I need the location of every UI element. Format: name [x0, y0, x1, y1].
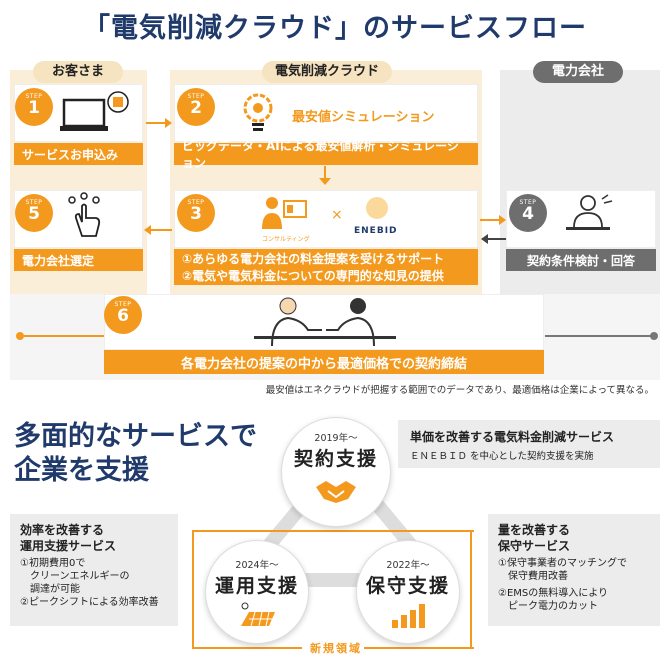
new-area-bracket-bottom-right	[364, 647, 474, 649]
right-box-title-2: 保守サービス	[498, 539, 571, 553]
arrow-head-right-4	[499, 215, 506, 225]
right-box-item-1: ①保守事業者のマッチングで	[498, 558, 627, 569]
service-circle-operation: 2024年～ 運用支援	[205, 540, 309, 644]
handshake-icon	[316, 481, 356, 503]
step-1-label: サービスお申込み	[14, 143, 143, 165]
arrow-head-left-3	[481, 234, 488, 244]
step-6-label: 各電力会社の提案の中から最適価格での契約締結	[104, 350, 544, 374]
touch-hand-icon	[68, 192, 101, 237]
step-6-card	[104, 294, 544, 350]
footnote: 最安値はエネクラウドが把握する範囲でのデータであり、最適価格は企業によって異なる…	[265, 385, 654, 396]
maintenance-name: 保守支援	[365, 575, 450, 597]
maintenance-year: 2022年～	[386, 560, 430, 571]
left-box-item-3: 調達が可能	[30, 584, 80, 595]
arrow-step3-to-step5	[150, 229, 172, 231]
operation-name: 運用支援	[214, 575, 299, 597]
page-title: 「電気削減クラウド」のサービスフロー	[83, 13, 587, 44]
step-2-card	[174, 84, 478, 142]
timeline-line-right	[545, 335, 652, 337]
left-box-item-4: ②ピークシフトによる効率改善	[20, 597, 159, 608]
arrow-step1-to-step2	[146, 122, 166, 124]
step-4-label: 契約条件検討・回答	[506, 249, 656, 271]
left-box-title-1: 効率を改善する	[20, 523, 105, 537]
column-header-cloud: 電気削減クラウド	[262, 61, 392, 83]
arrow-head-down	[319, 178, 331, 185]
right-box-title-1: 量を改善する	[498, 523, 571, 537]
arrow-step4-to-step3	[488, 238, 508, 240]
service-circle-contract: 2019年～ 契約支援	[281, 417, 391, 527]
step-3-line-2: ②電気や電気料金についての専門的な知見の提供	[182, 269, 444, 283]
enebid-logo-text: ENEBID	[354, 226, 398, 236]
left-info-box: 効率を改善する 運用支援サービス ①初期費用0で クリーンエネルギーの 調達が可…	[10, 514, 178, 626]
right-info-box: 量を改善する 保守サービス ①保守事業者のマッチングで 保守費用改善 ②EMSの…	[488, 514, 660, 626]
step-5-label: 電力会社選定	[14, 249, 143, 271]
right-top-text: ＥＮＥＢＩＤ を中心とした契約支援を実施	[410, 451, 594, 462]
consultant-icon	[262, 197, 307, 229]
solar-panel-icon	[241, 602, 275, 627]
new-area-bracket	[192, 530, 472, 648]
new-area-label: 新規領域	[310, 642, 362, 655]
right-box-item-2: 保守費用改善	[508, 571, 568, 582]
consulting-label: コンサルティング	[262, 236, 310, 243]
laptop-icon	[60, 91, 129, 131]
handshake-meeting-icon	[254, 297, 396, 347]
new-area-bracket-top	[192, 530, 474, 532]
headline: 多面的なサービスで 企業を支援	[14, 420, 257, 488]
timeline-dot-right	[650, 332, 658, 340]
step-2-label: ビッグデータ・AIによる最安値解析・シミュレーション	[174, 139, 478, 170]
arrow-head-right	[165, 118, 172, 128]
triangle-connector	[225, 449, 455, 587]
headline-line-2: 企業を支援	[14, 455, 149, 486]
arrow-step3-to-step4	[480, 219, 500, 221]
arrow-head-left-5	[144, 225, 151, 235]
new-area-bracket-bottom-left	[192, 647, 302, 649]
column-header-power: 電力会社	[533, 61, 623, 83]
right-top-title: 単価を改善する電気料金削減サービス	[410, 430, 615, 444]
left-box-item-1: ①初期費用0で	[20, 558, 86, 569]
service-circle-maintenance: 2022年～ 保守支援	[356, 540, 460, 644]
lightbulb-gear-icon	[243, 93, 273, 131]
bar-growth-icon	[392, 604, 425, 628]
step-2-title: 最安値シミュレーション	[292, 110, 435, 125]
right-top-info: 単価を改善する電気料金削減サービス ＥＮＥＢＩＤ を中心とした契約支援を実施	[398, 420, 660, 468]
arrow-step2-to-step3	[324, 166, 326, 178]
times-sign: ×	[331, 207, 343, 223]
step-3-description: ①あらゆる電力会社の料金提案を受けるサポート ②電気や電気料金についての専門的な…	[174, 249, 478, 285]
left-box-title-2: 運用支援サービス	[20, 539, 117, 553]
operation-year: 2024年～	[235, 560, 279, 571]
businessperson-desk-icon	[566, 194, 613, 230]
step-3-card	[174, 190, 478, 248]
left-box-item-2: クリーンエネルギーの	[30, 571, 130, 582]
timeline-dot-left	[16, 332, 24, 340]
timeline-line-left	[24, 335, 110, 337]
contract-name: 契約支援	[293, 448, 378, 470]
column-header-customer: お客さま	[33, 61, 123, 83]
right-box-item-4: ピーク電力のカット	[508, 601, 598, 612]
headline-line-1: 多面的なサービスで	[14, 421, 257, 452]
right-box-item-3: ②EMSの無料導入により	[498, 588, 609, 599]
step-3-line-1: ①あらゆる電力会社の料金提案を受けるサポート	[182, 252, 445, 266]
enebid-logo-icon	[366, 197, 388, 219]
contract-year: 2019年～	[314, 433, 358, 444]
